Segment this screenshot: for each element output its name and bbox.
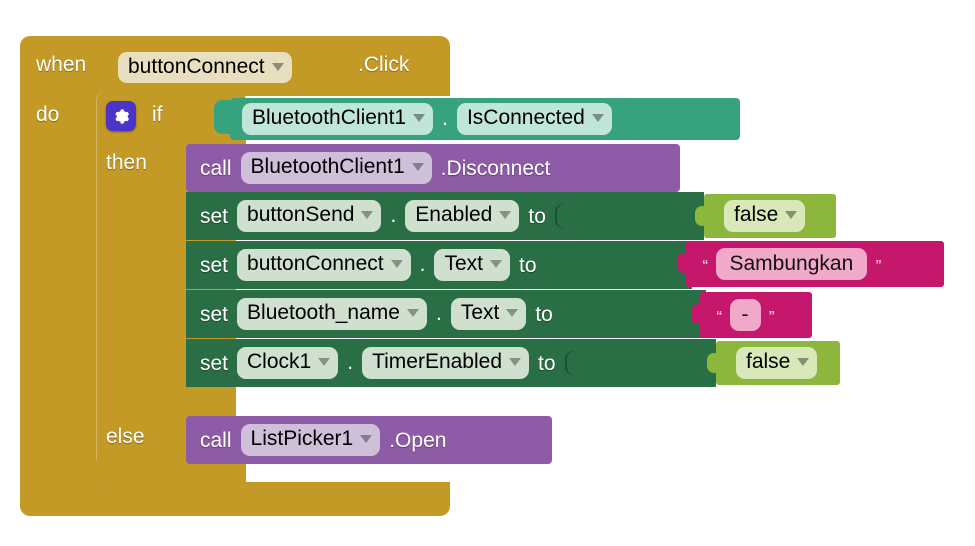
chevron-down-icon[interactable] [318,358,331,367]
set-component-dropdown[interactable]: Clock1 [237,347,339,379]
call-component-dropdown[interactable]: BluetoothClient1 [240,152,432,184]
dot-separator: . [442,107,448,130]
else-label: else [106,425,145,448]
chevron-down-icon[interactable] [360,435,373,444]
text-value-input[interactable]: - [729,298,761,332]
chevron-down-icon[interactable] [506,309,519,318]
chevron-down-icon[interactable] [489,260,502,269]
do-label: do [36,103,60,126]
getter-component-dropdown[interactable]: BluetoothClient1 [242,103,434,135]
value-plug [695,206,706,226]
getter-property-dropdown[interactable]: IsConnected [456,103,612,135]
block-notch [216,339,242,346]
chevron-down-icon[interactable] [413,114,426,123]
event-component-label: buttonConnect [128,55,265,78]
set-property-dropdown[interactable]: TimerEnabled [362,347,530,379]
value-socket [564,351,577,375]
to-label: to [518,253,537,277]
statement-set-buttonconnect-text[interactable]: set buttonConnect . Text to [186,241,692,289]
when-keyword: when [36,53,87,76]
chevron-down-icon[interactable] [785,211,798,220]
value-plug [677,253,688,273]
statement-set-bluetoothname-text[interactable]: set Bluetooth_name . Text to [186,290,706,338]
block-notch [216,192,242,199]
call-method-name: .Open [389,428,447,452]
then-label: then [106,151,147,174]
dot-separator: . [347,351,354,374]
set-component-dropdown[interactable]: buttonConnect [237,249,411,281]
statement-call-listpicker-open[interactable]: call ListPicker1 .Open [186,416,552,464]
chevron-down-icon[interactable] [271,63,284,72]
chevron-down-icon[interactable] [509,358,522,367]
set-property-dropdown[interactable]: Text [434,249,510,281]
mutator-button[interactable] [106,101,136,131]
open-quote: “ [702,256,708,272]
dot-separator: . [390,204,397,227]
call-method-name: .Disconnect [440,156,551,180]
condition-plug [214,100,230,134]
when-block-left-spine[interactable] [20,90,98,490]
text-value-input[interactable]: Sambungkan [715,247,868,281]
logic-block-false-1[interactable]: false [695,194,836,238]
statement-set-clock1-timerenabled[interactable]: set Clock1 . TimerEnabled to [186,339,716,387]
set-keyword: set [200,204,229,228]
to-label: to [535,302,553,326]
dot-separator: . [435,302,442,325]
chevron-down-icon[interactable] [499,211,512,220]
set-property-dropdown[interactable]: Enabled [405,200,520,232]
event-name: .Click [358,53,410,76]
set-component-dropdown[interactable]: Bluetooth_name [237,298,427,330]
set-keyword: set [200,351,229,375]
chevron-down-icon[interactable] [591,114,604,123]
chevron-down-icon[interactable] [390,260,403,269]
open-quote: “ [716,307,722,323]
event-component-dropdown[interactable]: buttonConnect [118,52,292,84]
set-keyword: set [200,302,229,326]
chevron-down-icon[interactable] [406,309,419,318]
text-block-dash[interactable]: “ - ” [691,292,812,338]
value-plug [707,353,718,373]
close-quote: ” [875,256,881,272]
set-property-dropdown[interactable]: Text [450,298,527,330]
statement-set-buttonsend-enabled[interactable]: set buttonSend . Enabled to [186,192,704,240]
chevron-down-icon[interactable] [797,358,810,367]
to-label: to [528,204,546,228]
logic-value-dropdown[interactable]: false [736,347,818,379]
call-keyword: call [200,156,232,180]
block-notch [216,241,242,248]
set-keyword: set [200,253,229,277]
block-notch [216,290,242,297]
chevron-down-icon[interactable] [361,211,374,220]
chevron-down-icon[interactable] [411,163,424,172]
logic-value-dropdown[interactable]: false [724,200,806,232]
value-plug [691,304,702,324]
call-keyword: call [200,428,232,452]
to-label: to [538,351,556,375]
gear-icon[interactable] [106,101,136,131]
if-label: if [152,103,163,126]
set-component-dropdown[interactable]: buttonSend [237,200,382,232]
logic-block-false-2[interactable]: false [707,341,840,385]
statement-call-disconnect[interactable]: call BluetoothClient1 .Disconnect [186,144,680,192]
block-notch [216,144,242,151]
dot-separator: . [419,253,426,276]
block-notch [216,416,242,423]
call-component-dropdown[interactable]: ListPicker1 [240,424,381,456]
close-quote: ” [768,307,775,323]
if-block-footer[interactable] [96,460,246,500]
getter-block-isconnected[interactable]: BluetoothClient1 . IsConnected [230,98,740,140]
text-block-sambungkan[interactable]: “ Sambungkan ” [677,241,944,287]
value-socket [554,204,567,228]
